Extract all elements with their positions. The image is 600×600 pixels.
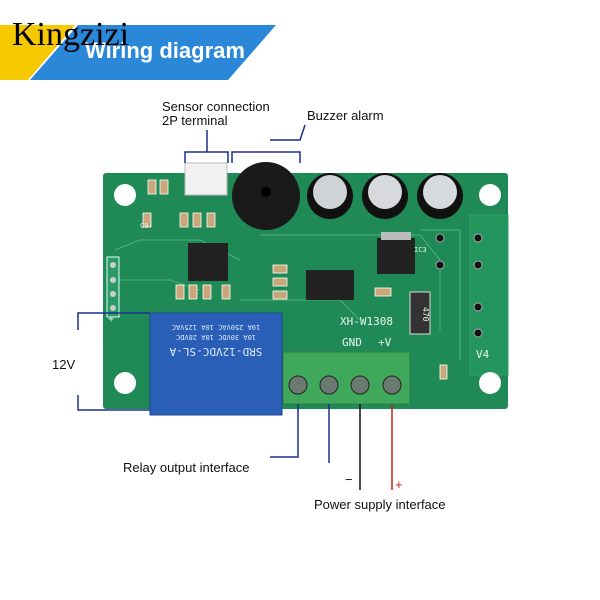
power-supply-label: Power supply interface — [314, 497, 446, 512]
sensor-connector — [184, 162, 228, 196]
relay-rating-2: 10A 250VAC 10A 125VAC — [172, 323, 261, 331]
relay-rating-1: 10A 30VDC 10A 28VDC — [176, 333, 256, 341]
vplus-label: +V — [378, 336, 392, 349]
gnd-label: GND — [342, 336, 362, 349]
pin-plus-label: + — [108, 314, 114, 325]
driver-chip — [306, 270, 354, 300]
resistor-label: 470 — [421, 307, 430, 322]
board-model: XH-W1308 — [340, 315, 393, 328]
relay: SRD-12VDC-SL-A 10A 30VDC 10A 28VDC 10A 2… — [149, 312, 283, 416]
regulator-chip — [377, 238, 415, 274]
sensor-label-line1: Sensor connection — [162, 99, 270, 114]
brand-logo: Kingzizi — [12, 16, 129, 53]
svg-text:C9: C9 — [140, 222, 148, 230]
microcontroller-chip — [188, 243, 228, 281]
banner-blue-stripe — [30, 25, 276, 80]
terminal-block — [282, 351, 411, 405]
buzzer — [232, 162, 300, 230]
capacitors — [307, 173, 463, 219]
banner-title: Wiring diagram — [85, 38, 245, 63]
voltage-label: 12V — [52, 357, 75, 372]
header-banner: Wiring diagram Kingzizi — [0, 16, 276, 80]
minus-label: − — [345, 472, 353, 487]
sensor-label-line2: 2P terminal — [162, 113, 228, 128]
relay-output-label: Relay output interface — [123, 460, 249, 475]
buzzer-label: Buzzer alarm — [307, 108, 384, 123]
ic3-label: IC3 — [414, 246, 427, 254]
relay-model: SRD-12VDC-SL-A — [169, 345, 262, 358]
u4-label: V4 — [476, 348, 490, 361]
banner-yellow-stripe — [0, 25, 75, 80]
plus-label: + — [395, 477, 403, 492]
annotation-lines — [77, 124, 330, 463]
